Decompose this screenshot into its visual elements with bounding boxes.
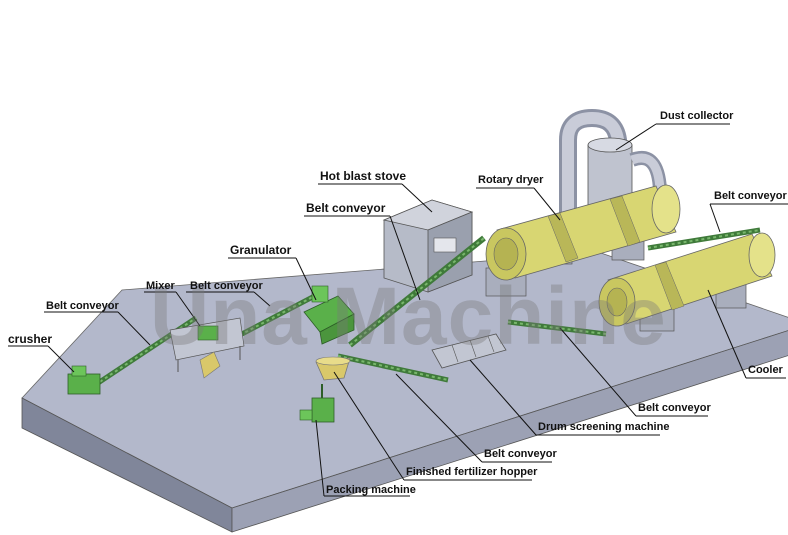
label-rotary-dryer: Rotary dryer [478, 174, 544, 186]
watermark-text: Una Machine [150, 271, 667, 362]
granulator [303, 285, 355, 345]
label-crusher: crusher [8, 332, 53, 346]
drum-screening-machine [431, 333, 507, 369]
label-belt-conveyor-right: Belt conveyor [714, 190, 787, 202]
platform [21, 251, 788, 533]
finished-fertilizer-hopper [315, 356, 351, 381]
label-mixer: Mixer [146, 280, 175, 292]
label-belt-conveyor-bottom: Belt conveyor [484, 448, 557, 460]
label-belt-conveyor-left: Belt conveyor [46, 300, 119, 312]
label-belt-conveyor-top: Belt conveyor [306, 201, 386, 215]
hot-blast-stove [382, 199, 474, 293]
label-packing-machine: Packing machine [326, 484, 416, 496]
label-drum-screening-machine: Drum screening machine [538, 421, 670, 433]
rotary-dryer [485, 184, 681, 281]
label-cooler: Cooler [748, 364, 783, 376]
mixer [169, 317, 245, 379]
platform-side [231, 330, 788, 533]
label-granulator: Granulator [230, 243, 292, 257]
label-belt-conveyor-lower-right: Belt conveyor [638, 402, 711, 414]
label-belt-conveyor-mixer: Belt conveyor [190, 280, 263, 292]
label-finished-fertilizer-hopper: Finished fertilizer hopper [406, 466, 538, 478]
crusher [67, 365, 101, 395]
packing-machine [299, 384, 335, 423]
label-dust-collector: Dust collector [660, 110, 734, 122]
leader-lines [8, 123, 788, 497]
cooler [598, 232, 776, 327]
label-hot-blast-stove: Hot blast stove [320, 169, 407, 183]
